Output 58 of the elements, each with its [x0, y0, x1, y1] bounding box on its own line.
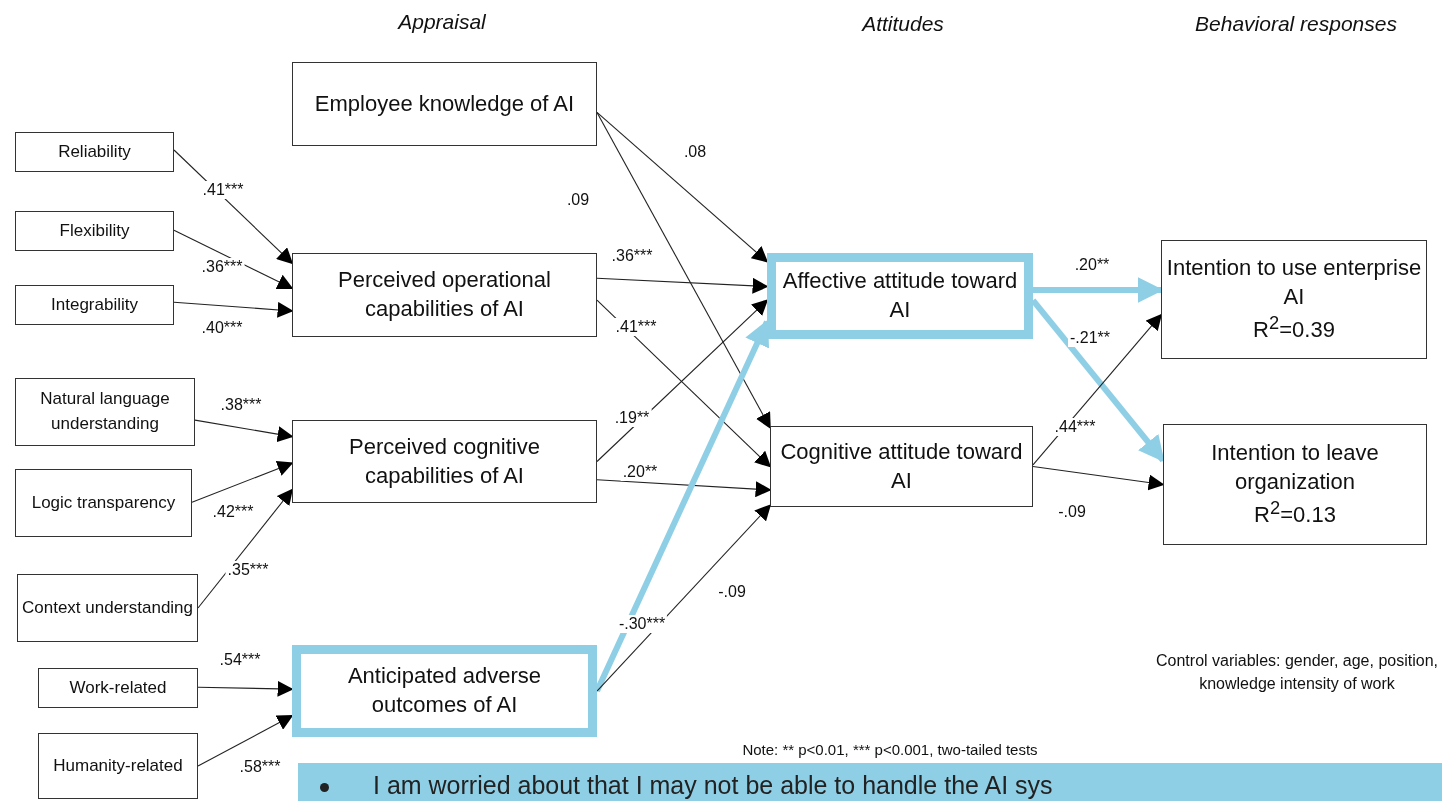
path-arrow: [197, 715, 294, 767]
path-coefficient: -.30***: [616, 615, 668, 633]
note-text: Note: ** p<0.01, *** p<0.001, two-tailed tests: [742, 740, 1038, 761]
variable-name: R$^{2}$=0.39: [1253, 311, 1335, 345]
variable-name: Integrability: [51, 293, 138, 316]
variable-name: R$^{2}$=0.13: [1254, 496, 1336, 530]
variable-name: Humanity-related: [53, 754, 183, 777]
quote-text: I am worried about that I may not be able to handle the AI sys: [373, 773, 1053, 798]
path-arrow: [596, 277, 769, 294]
path-arrow: [197, 488, 293, 609]
path-arrow: [1032, 465, 1165, 491]
variable-name: Cognitive attitude toward AI: [779, 437, 1024, 495]
variable-box: [292, 420, 597, 503]
variable-box: [15, 211, 174, 251]
variable-name: Logic transparency: [31, 491, 176, 514]
variable-box: [15, 378, 195, 446]
variable-box: [38, 733, 198, 799]
variable-box: [1163, 424, 1427, 545]
variable-box: [17, 574, 198, 642]
path-arrow: [596, 111, 769, 263]
path-arrow: [596, 111, 771, 429]
variable-name: Employee knowledge of AI: [314, 89, 575, 118]
note-text: Control variables: gender, age, position, knowledge intensity of work: [1155, 650, 1439, 694]
variable-box: [292, 253, 597, 337]
variable-name: Work-related: [69, 676, 167, 699]
path-arrow: [197, 680, 294, 697]
variable-name: Intention to leave organization: [1210, 438, 1380, 496]
path-arrow: [596, 479, 772, 498]
column-heading: Attitudes: [862, 10, 944, 37]
path-coefficient: -.21**: [1068, 329, 1112, 347]
column-heading: Appraisal: [398, 8, 486, 35]
variable-box: [767, 253, 1033, 339]
variable-box: [15, 469, 192, 537]
path-arrow: [191, 460, 294, 503]
variable-name: Perceived operational capabilities of AI: [337, 266, 552, 323]
variable-name: Flexibility: [59, 219, 130, 242]
variable-name: Perceived cognitive capabilities of AI: [348, 432, 541, 490]
path-coefficient: .20**: [620, 463, 660, 481]
variable-box: [38, 668, 198, 708]
variable-name: Affective attitude toward AI: [781, 267, 1019, 324]
quote-banner: [298, 763, 1442, 801]
variable-box: [770, 426, 1033, 507]
path-coefficient: .41***: [613, 318, 659, 336]
path-arrow: [596, 504, 772, 692]
variable-name: Natural language understanding: [39, 388, 171, 435]
path-arrow: [173, 301, 294, 318]
variable-box: [292, 62, 597, 146]
column-heading: Behavioral responses: [1195, 10, 1397, 37]
path-arrow: [173, 229, 294, 290]
variable-name: Anticipated adverse outcomes of AI: [346, 662, 543, 719]
variable-name: Context understanding: [21, 596, 194, 619]
variable-box: [15, 132, 174, 172]
path-arrow: [194, 419, 294, 443]
variable-name: Reliability: [58, 140, 131, 163]
variable-name: Intention to use enterprise AI: [1165, 253, 1423, 311]
variable-box: [292, 645, 597, 737]
variable-box: [15, 285, 174, 325]
variable-box: [1161, 240, 1427, 359]
